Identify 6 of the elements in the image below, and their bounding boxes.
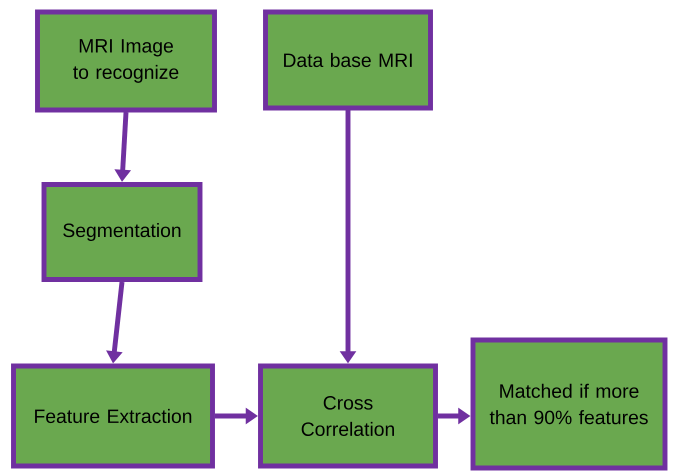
process-box: Feature Extraction (11, 364, 215, 468)
process-box: MRI Image to recognize (35, 10, 217, 112)
process-box: Matched if more than 90% features (470, 338, 668, 470)
process-box: Data base MRI (263, 10, 433, 110)
process-box: Cross Correlation (258, 364, 438, 468)
process-box: Segmentation (42, 182, 202, 282)
